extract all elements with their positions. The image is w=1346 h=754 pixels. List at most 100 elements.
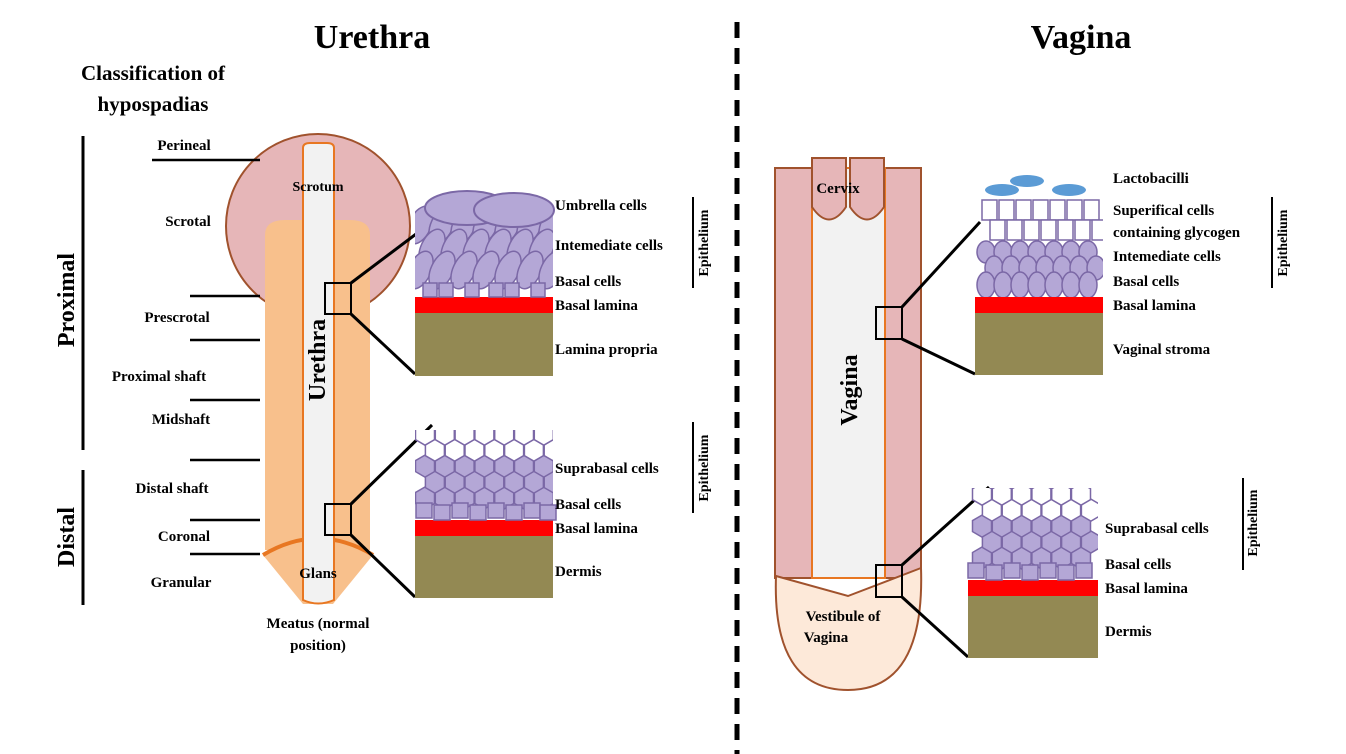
urethra-basal-cells: [422, 282, 546, 298]
suprabasal-cell: [543, 470, 553, 494]
urethra-lower-basal-cells: [415, 502, 557, 521]
superficial-cell: [998, 199, 1015, 221]
basal-lamina-layer: [415, 520, 553, 536]
urethra-upper-tissue: [415, 190, 555, 376]
intermediate-cell: [1078, 271, 1098, 297]
urethra-lower-tissue: [415, 430, 557, 598]
level-ticks: [152, 158, 260, 556]
basal-cell: [523, 502, 541, 519]
urethra-zoom-box-upper: [324, 282, 352, 315]
basal-cell: [1021, 564, 1039, 581]
vu-label-superficial: Superifical cells: [1113, 203, 1214, 219]
vagina-intermediate-cells: [976, 240, 1103, 297]
cervix-right: [849, 157, 885, 221]
basal-cell: [488, 282, 504, 298]
level-prescrotal: Prescrotal: [144, 310, 209, 326]
suprabasal-cell: [533, 430, 553, 447]
basal-cell: [539, 504, 557, 521]
superficial-cell: [1057, 219, 1074, 241]
basal-cell: [967, 562, 985, 579]
basal-cell: [1039, 562, 1057, 579]
superficial-cell: [1091, 219, 1103, 241]
superficial-cell: [989, 219, 1006, 241]
uu-label-basal-lamina: Basal lamina: [555, 298, 638, 314]
level-coronal: Coronal: [158, 529, 210, 545]
vl-label-basal: Basal cells: [1105, 557, 1171, 573]
lactobacillus: [985, 184, 1019, 196]
vaginal-stroma-layer: [975, 313, 1103, 375]
suprabasal-cell: [513, 430, 535, 447]
uu-label-basal: Basal cells: [555, 274, 621, 290]
vagina-lower-tissue: [967, 488, 1098, 658]
level-scrotal: Scrotal: [165, 214, 211, 230]
suprabasal-cell: [493, 430, 515, 447]
vagina-label: Vagina: [837, 354, 863, 425]
uu-label-umbrella: Umbrella cells: [555, 198, 647, 214]
suprabasal-cell: [543, 438, 553, 462]
uu-epithelium-label: Epithelium: [697, 209, 712, 276]
basal-cell: [504, 282, 520, 298]
superficial-cell: [1032, 199, 1049, 221]
urethra-tube: [302, 142, 335, 605]
vagina-lower-basal-cells: [967, 562, 1093, 581]
suprabasal-cell: [1050, 488, 1072, 507]
suprabasal-cell: [474, 430, 495, 447]
vu-label-basal-lamina: Basal lamina: [1113, 298, 1196, 314]
urethra-label: Urethra: [305, 319, 331, 401]
level-proximal-shaft: Proximal shaft: [112, 369, 206, 385]
superficial-cell: [1083, 199, 1100, 221]
classification-heading-line1: Classification of: [81, 61, 226, 85]
ul-label-basal-lamina: Basal lamina: [555, 521, 638, 537]
classification-heading-line2: hypospadias: [98, 92, 209, 116]
intermediate-cell: [1061, 271, 1081, 297]
ul-label-suprabasal: Suprabasal cells: [555, 461, 659, 477]
uu-label-intermediate: Intemediate cells: [555, 238, 663, 254]
vagina-lower-leader-bottom: [900, 595, 970, 659]
basal-cell: [1075, 562, 1093, 579]
vl-label-suprabasal: Suprabasal cells: [1105, 521, 1209, 537]
basal-cell: [422, 282, 438, 298]
basal-cell: [487, 502, 505, 519]
suprabasal-cell: [434, 430, 456, 447]
vagina-diagram: [774, 157, 923, 692]
basal-cell: [469, 504, 487, 521]
urethra-title: Urethra: [314, 19, 430, 56]
basal-cell: [985, 564, 1003, 581]
superficial-cell: [981, 199, 998, 221]
basal-cell: [505, 504, 523, 521]
lactobacillus: [1010, 175, 1044, 187]
meatus-label-line1: Meatus (normal: [267, 616, 370, 632]
intermediate-cell: [1010, 271, 1030, 297]
level-granular: Granular: [151, 575, 212, 591]
basal-cell: [433, 504, 451, 521]
vagina-title: Vagina: [1031, 19, 1132, 56]
level-perineal: Perineal: [157, 138, 210, 154]
scrotum-label: Scrotum: [292, 180, 343, 195]
superficial-cell: [1015, 199, 1032, 221]
dermis-layer: [415, 536, 553, 598]
cervix-label: Cervix: [816, 181, 860, 197]
proximal-group-label: Proximal: [54, 253, 80, 348]
distal-group-label: Distal: [54, 507, 80, 567]
basal-cell: [451, 502, 469, 519]
vagina-zoom-box-lower: [875, 564, 903, 598]
vl-label-dermis: Dermis: [1105, 624, 1152, 640]
vestibule-label-line1: Vestibule of: [806, 609, 882, 625]
suprabasal-cell: [415, 430, 436, 447]
vagina-upper-leader-top: [900, 220, 982, 309]
superficial-cell: [1074, 219, 1091, 241]
vl-label-basal-lamina: Basal lamina: [1105, 581, 1188, 597]
superficial-cell: [1040, 219, 1057, 241]
ul-label-basal: Basal cells: [555, 497, 621, 513]
vagina-upper-tissue: [975, 175, 1103, 375]
intermediate-cell: [1044, 271, 1064, 297]
vagina-suprabasal-cells: [971, 488, 1098, 570]
superficial-cell: [1006, 219, 1023, 241]
vu-label-lactobacilli: Lactobacilli: [1113, 171, 1189, 187]
superficial-cell: [1023, 219, 1040, 241]
vu-epithelium-label: Epithelium: [1276, 209, 1291, 276]
superficial-cell: [1066, 199, 1083, 221]
cervix-left: [811, 157, 847, 221]
basal-cell: [438, 282, 454, 298]
meatus-label-line2: position): [290, 638, 346, 654]
